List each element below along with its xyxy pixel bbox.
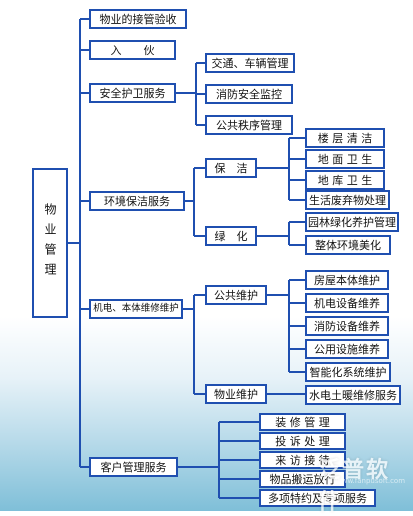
node-fire-equipment: 消防设备维养 [305, 316, 389, 336]
node-cleaning: 保 洁 [205, 158, 257, 178]
root-node: 物业管理 [32, 168, 68, 318]
node-building-maintenance: 房屋本体维护 [305, 270, 389, 290]
node-environment-service: 环境保洁服务 [89, 191, 185, 211]
node-landscape-maintenance: 园林绿化养护管理 [305, 212, 399, 232]
watermark-text: 泛普软件 [318, 458, 391, 515]
node-move-in: 入 伙 [89, 40, 176, 60]
node-public-facilities: 公用设施维养 [305, 339, 389, 359]
node-greening: 绿 化 [205, 226, 257, 246]
node-complaint-handling: 投 诉 处 理 [259, 432, 346, 450]
node-mech-equipment: 机电设备维养 [305, 293, 389, 313]
node-public-order: 公共秩序管理 [205, 115, 293, 135]
node-utility-repair: 水电土暖维修服务 [305, 385, 401, 405]
node-special-services: 多项特约及专项服务 [259, 489, 376, 507]
node-security-service: 安全护卫服务 [89, 83, 176, 103]
node-traffic-vehicle: 交通、车辆管理 [205, 53, 295, 73]
node-fire-monitoring: 消防安全监控 [205, 84, 293, 104]
node-ground-hygiene: 地 面 卫 生 [305, 149, 385, 169]
node-floor-cleaning: 楼 层 清 洁 [305, 128, 385, 148]
node-visitor-reception: 来 访 接 待 [259, 451, 346, 469]
node-property-maintenance: 物业维护 [205, 384, 267, 404]
node-customer-service: 客户管理服务 [89, 457, 178, 477]
node-waste-disposal: 生活废弃物处理 [305, 190, 390, 210]
node-environment-beautify: 整体环境美化 [305, 235, 391, 255]
node-public-maintenance: 公共维护 [205, 285, 267, 305]
node-renovation-management: 装 修 管 理 [259, 413, 346, 431]
node-garage-hygiene: 地 库 卫 生 [305, 170, 385, 190]
node-smart-system: 智能化系统维护 [305, 362, 391, 382]
node-item-release: 物品搬运放行 [259, 470, 346, 488]
node-maintenance-service: 机电、本体维修维护 [89, 299, 183, 319]
watermark-subtext: www.fanpusoft.com [336, 477, 406, 485]
node-takeover-acceptance: 物业的接管验收 [89, 9, 187, 29]
